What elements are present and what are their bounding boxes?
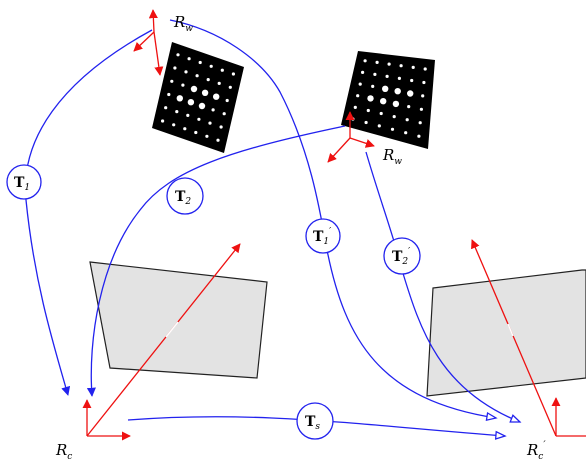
t1-node: T1	[6, 164, 42, 200]
target-dot	[404, 131, 408, 135]
target-dot	[377, 124, 381, 128]
target-dot	[190, 85, 198, 93]
svg-text:T2′: T2′	[392, 247, 410, 267]
target-dot	[198, 60, 202, 65]
target-dot	[194, 130, 198, 135]
target-dot	[417, 134, 421, 138]
svg-text:T2: T2	[175, 189, 191, 207]
target-dot	[363, 59, 367, 63]
target-dot	[358, 82, 362, 86]
target-dot	[373, 72, 377, 76]
target-dot	[407, 105, 411, 109]
t2-path	[86, 125, 346, 397]
svg-text:T1: T1	[14, 175, 30, 193]
right-image-plane	[426, 269, 586, 397]
target-dot	[170, 79, 174, 83]
target-dot	[418, 121, 422, 125]
target-dot	[405, 118, 409, 122]
target-dot	[399, 64, 403, 68]
target-dot	[419, 107, 423, 111]
target-dot	[216, 138, 220, 142]
ts-node: Ts	[296, 402, 334, 440]
calibration-grid-icon	[341, 51, 435, 149]
target-dot	[228, 85, 232, 89]
coordinate-axes-icon	[327, 111, 375, 163]
target-dot	[385, 74, 389, 78]
target-dot	[231, 72, 235, 76]
target-dot	[172, 123, 176, 127]
t2-prime-path	[365, 151, 520, 422]
target-dot	[209, 64, 213, 68]
target-dot	[407, 90, 414, 97]
t1-prime-node: T1′	[305, 218, 341, 254]
target-dot	[208, 121, 212, 125]
coordinate-axes-icon	[471, 239, 586, 437]
target-dot	[183, 127, 187, 131]
target-dot	[423, 67, 427, 71]
target-dot	[206, 78, 210, 82]
t1-path	[24, 29, 153, 396]
svg-text:Ts: Ts	[305, 414, 320, 432]
target-dot	[198, 102, 206, 110]
target-dot	[379, 111, 383, 116]
target-dot	[356, 94, 360, 98]
left-image-plane	[89, 261, 268, 379]
coordinate-axes-icon	[82, 243, 241, 441]
target-dot	[219, 125, 223, 129]
coordinate-axes-icon	[133, 9, 164, 76]
target-dot	[411, 65, 415, 69]
target-dot	[222, 112, 226, 116]
target-dot	[164, 106, 168, 110]
t1-prime-path	[169, 19, 496, 418]
t2-node: T2	[166, 177, 204, 215]
target-dot	[382, 85, 389, 93]
target-dot	[220, 68, 224, 72]
target-dot	[367, 95, 374, 102]
target-dot	[392, 100, 400, 108]
svg-text:T1′: T1′	[313, 227, 331, 247]
target-dot	[211, 108, 215, 112]
target-dot	[422, 80, 426, 85]
target-dot	[366, 108, 370, 113]
target-dot	[390, 127, 395, 131]
target-dot	[375, 60, 379, 64]
target-dot	[353, 105, 357, 109]
target-dot	[186, 113, 190, 117]
target-dot	[181, 83, 185, 87]
target-dot	[371, 84, 375, 88]
target-dot	[175, 110, 179, 114]
calibration-grid-icon	[152, 42, 244, 153]
target-dot	[205, 134, 209, 138]
target-dot	[394, 88, 401, 95]
target-dot	[351, 117, 355, 121]
target-dot	[361, 70, 365, 74]
target-dot	[392, 115, 396, 119]
target-dot	[364, 120, 368, 125]
target-dot	[195, 74, 199, 78]
target-dot	[176, 53, 180, 57]
target-dot	[421, 94, 425, 98]
t2-prime-node: T2′	[383, 237, 421, 275]
target-dot	[380, 98, 387, 105]
target-dot	[173, 66, 177, 70]
target-dot	[161, 119, 165, 123]
target-dot	[176, 95, 183, 102]
target-dot	[217, 81, 221, 85]
target-dot	[167, 92, 171, 97]
target-dot	[187, 57, 191, 61]
world-frame-label-2: Rw	[382, 146, 402, 167]
camera-frame-label-right: Rc′	[526, 440, 546, 462]
target-dot	[213, 93, 220, 100]
target-dot	[225, 98, 229, 103]
target-dot	[410, 78, 414, 83]
target-dot	[201, 89, 209, 97]
target-dot	[187, 99, 195, 106]
target-dot	[387, 62, 391, 66]
target-dot	[184, 70, 188, 74]
camera-frame-label-left: Rc	[55, 441, 72, 462]
world-frame-label-1: Rw	[173, 13, 193, 34]
target-dot	[397, 76, 401, 80]
target-dot	[197, 117, 201, 121]
